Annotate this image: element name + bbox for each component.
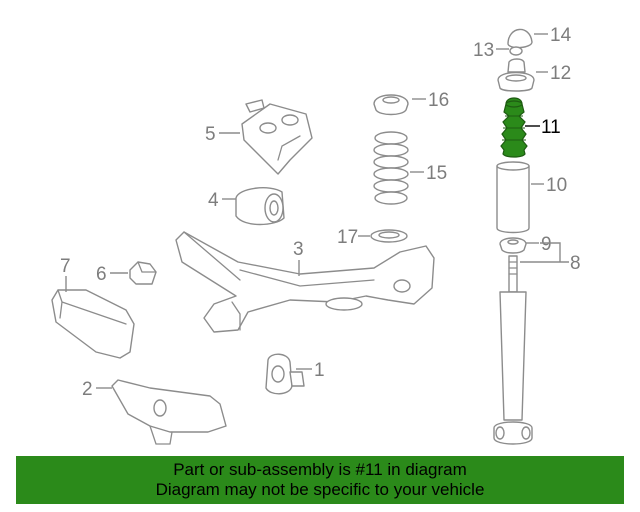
callout-17: 17 bbox=[337, 227, 370, 248]
callout-11: 11 bbox=[525, 117, 561, 138]
parts-diagram: 14 13 12 11 10 9 bbox=[51, 25, 581, 445]
callout-13: 13 bbox=[473, 40, 509, 61]
part-14-cap[interactable] bbox=[507, 28, 533, 49]
info-banner: Part or sub-assembly is #11 in diagram D… bbox=[16, 456, 624, 504]
callout-8: 8 bbox=[520, 242, 581, 274]
part-17-spring-pad[interactable] bbox=[370, 229, 408, 243]
svg-text:8: 8 bbox=[570, 253, 581, 274]
svg-text:11: 11 bbox=[541, 117, 561, 138]
part-8-shock-absorber[interactable] bbox=[493, 255, 533, 445]
part-1-hub[interactable] bbox=[265, 353, 305, 395]
svg-text:1: 1 bbox=[314, 360, 325, 381]
svg-text:10: 10 bbox=[546, 175, 567, 196]
svg-text:13: 13 bbox=[473, 40, 494, 61]
callout-9: 9 bbox=[526, 234, 552, 255]
part-10-dust-cover[interactable] bbox=[496, 161, 530, 234]
svg-text:17: 17 bbox=[337, 227, 358, 248]
part-15-coil-spring[interactable] bbox=[373, 131, 409, 205]
banner-line-2: Diagram may not be specific to your vehi… bbox=[155, 480, 485, 499]
callout-16: 16 bbox=[412, 90, 449, 111]
part-12-strut-mount[interactable] bbox=[497, 58, 535, 92]
svg-text:16: 16 bbox=[428, 90, 449, 111]
svg-text:2: 2 bbox=[82, 379, 93, 400]
part-7-shield[interactable] bbox=[51, 289, 135, 359]
banner-line-1: Part or sub-assembly is #11 in diagram bbox=[173, 460, 467, 479]
callout-2: 2 bbox=[82, 379, 112, 400]
part-2-cover[interactable] bbox=[111, 379, 227, 445]
callout-5: 5 bbox=[205, 124, 240, 145]
part-6-small-bushing[interactable] bbox=[129, 261, 157, 285]
svg-text:6: 6 bbox=[96, 264, 107, 285]
part-13-nut[interactable] bbox=[509, 46, 523, 56]
part-11-bump-stop-highlighted[interactable] bbox=[500, 97, 528, 158]
part-4-bushing[interactable] bbox=[235, 187, 285, 226]
callout-14: 14 bbox=[534, 25, 572, 46]
callout-1: 1 bbox=[296, 360, 325, 381]
svg-text:9: 9 bbox=[541, 234, 552, 255]
callout-3: 3 bbox=[293, 239, 304, 276]
part-16-spring-seat[interactable] bbox=[373, 94, 409, 116]
callout-4: 4 bbox=[208, 190, 236, 211]
svg-text:5: 5 bbox=[205, 124, 216, 145]
svg-text:4: 4 bbox=[208, 190, 219, 211]
svg-text:7: 7 bbox=[60, 256, 71, 277]
callout-10: 10 bbox=[531, 175, 567, 196]
svg-text:3: 3 bbox=[293, 239, 304, 260]
callout-6: 6 bbox=[96, 264, 128, 285]
callout-12: 12 bbox=[536, 63, 571, 84]
svg-text:12: 12 bbox=[550, 63, 571, 84]
svg-text:15: 15 bbox=[426, 163, 447, 184]
callout-7: 7 bbox=[60, 256, 71, 292]
part-5-bracket[interactable] bbox=[241, 99, 313, 175]
callout-15: 15 bbox=[410, 163, 447, 184]
part-3-axle-beam[interactable] bbox=[175, 231, 435, 333]
svg-text:14: 14 bbox=[550, 25, 572, 46]
part-9-bushing[interactable] bbox=[499, 237, 527, 254]
